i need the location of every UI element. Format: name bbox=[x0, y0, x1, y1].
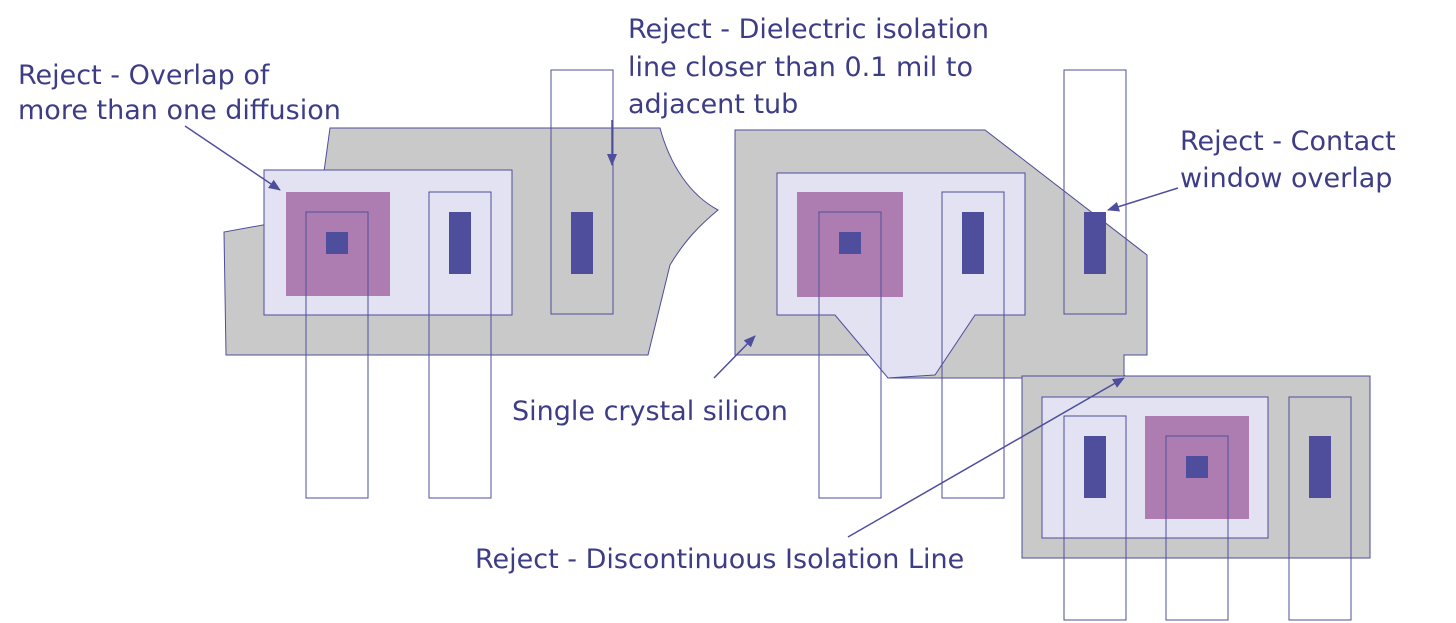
middle-lead-1 bbox=[818, 211, 882, 499]
middle-device bbox=[734, 69, 1148, 499]
bottom-lead-3 bbox=[1288, 396, 1352, 621]
middle-contact-3 bbox=[1084, 212, 1106, 274]
middle-contact-2 bbox=[962, 212, 984, 274]
label-contact-window: Reject - Contact window overlap bbox=[1180, 126, 1404, 194]
middle-lead-2 bbox=[941, 191, 1005, 499]
label-overlap: Reject - Overlap of more than one diffus… bbox=[18, 60, 341, 126]
arrow-discontinuous bbox=[847, 377, 1125, 538]
bottom-contact-2 bbox=[1186, 456, 1208, 478]
left-contact-3 bbox=[571, 212, 593, 274]
arrow-single-crystal bbox=[713, 335, 756, 379]
left-contact-1 bbox=[326, 232, 348, 254]
left-device bbox=[223, 69, 719, 499]
left-lead-3 bbox=[550, 69, 614, 315]
middle-contact-1 bbox=[839, 232, 861, 254]
arrow-overlap bbox=[184, 125, 281, 191]
left-contact-2 bbox=[449, 212, 471, 274]
callout-arrows bbox=[184, 120, 1179, 538]
arrow-contact-window bbox=[1107, 187, 1179, 212]
middle-lead-3 bbox=[1063, 69, 1127, 315]
label-discontinuous: Reject - Discontinuous Isolation Line bbox=[475, 544, 964, 575]
bottom-contact-1 bbox=[1084, 436, 1106, 498]
left-lead-1 bbox=[305, 211, 369, 499]
bottom-lead-1 bbox=[1063, 415, 1127, 621]
left-lead-2 bbox=[428, 191, 492, 499]
bottom-contact-3 bbox=[1309, 436, 1331, 498]
label-dielectric: Reject - Dielectric isolation line close… bbox=[628, 14, 998, 120]
label-single-crystal: Single crystal silicon bbox=[512, 396, 788, 427]
bottom-lead-2 bbox=[1165, 435, 1229, 621]
bottom-right-device bbox=[1021, 375, 1371, 621]
